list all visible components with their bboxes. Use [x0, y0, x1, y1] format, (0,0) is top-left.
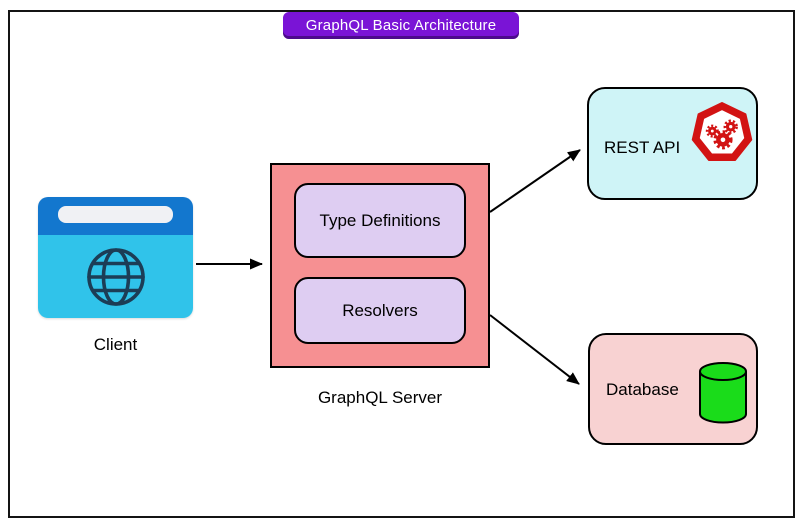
- browser-window: [38, 235, 193, 318]
- title-banner: GraphQL Basic Architecture: [283, 12, 519, 39]
- diagram-border: [8, 10, 795, 518]
- rest-api-node: REST API: [587, 87, 758, 200]
- database-node: Database: [588, 333, 758, 445]
- database-cylinder-icon: [699, 362, 747, 424]
- graphql-server-label: GraphQL Server: [317, 388, 443, 407]
- client-label: Client: [93, 335, 138, 354]
- rest-api-label: REST API: [604, 138, 681, 157]
- globe-icon: [86, 247, 145, 306]
- graphql-server-node: Type Definitions Resolvers: [270, 163, 490, 368]
- type-definitions-node: Type Definitions: [294, 183, 466, 258]
- client-node: [38, 197, 193, 318]
- browser-address-bar: [58, 206, 173, 223]
- browser-toolbar: [38, 197, 193, 235]
- api-gears-icon: [691, 101, 753, 162]
- resolvers-node: Resolvers: [294, 277, 466, 344]
- database-label: Database: [606, 380, 679, 399]
- diagram-title: GraphQL Basic Architecture: [305, 17, 497, 34]
